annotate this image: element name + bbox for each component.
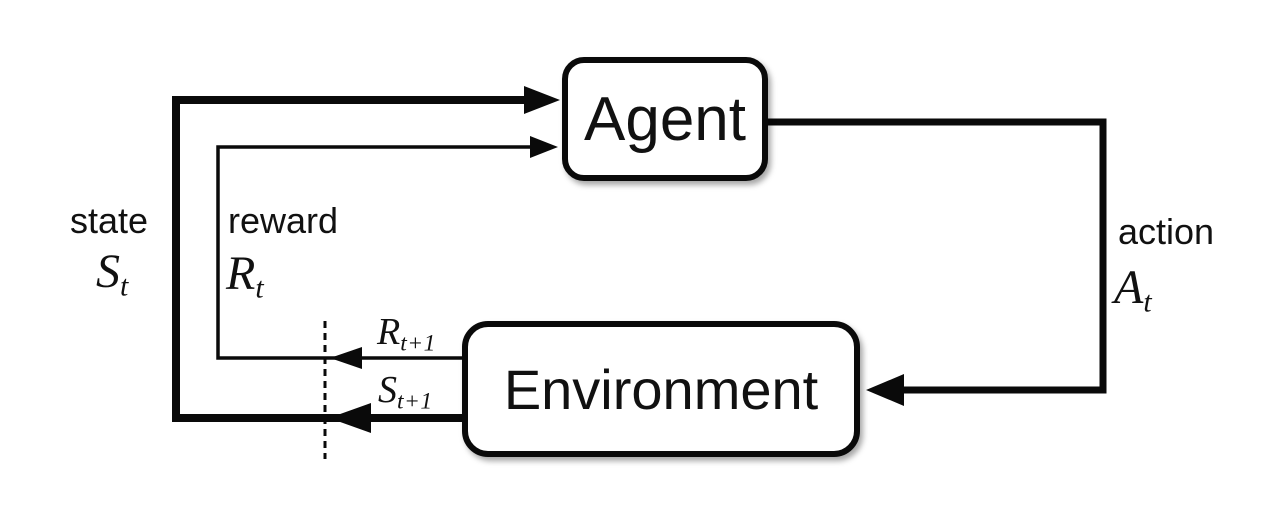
action-line: [766, 118, 1107, 394]
state-word-label: state: [70, 200, 149, 241]
next-reward-symbol: Rt+1: [377, 313, 436, 356]
next-state-arrowhead-icon: [329, 403, 371, 433]
agent-node-label: Agent: [583, 84, 747, 154]
state-symbol: St: [96, 248, 129, 301]
action-symbol-subscript: t: [1143, 285, 1153, 319]
next-state-symbol-base: S: [378, 369, 397, 411]
state-line: [172, 96, 526, 422]
state-arrowhead-into-agent-icon: [524, 86, 560, 114]
next-state-symbol: St+1: [378, 371, 433, 414]
next-reward-symbol-subscript: t+1: [400, 330, 436, 357]
next-reward-symbol-base: R: [377, 311, 401, 353]
environment-node-label: Environment: [503, 357, 819, 421]
reward-symbol: Rt: [226, 250, 264, 303]
action-arrowhead-into-environment-icon: [866, 374, 904, 406]
next-state-symbol-subscript: t+1: [397, 388, 433, 415]
agent-node: Agent: [562, 57, 768, 181]
state-symbol-base: S: [96, 245, 120, 298]
environment-node: Environment: [462, 321, 860, 457]
reward-word-label: reward: [228, 200, 339, 241]
reward-symbol-base: R: [226, 247, 256, 300]
state-symbol-subscript: t: [120, 269, 129, 303]
next-reward-arrowhead-icon: [330, 347, 362, 369]
reward-symbol-subscript: t: [255, 271, 265, 305]
reward-arrowhead-into-agent-icon: [530, 136, 558, 158]
action-symbol: At: [1114, 264, 1152, 317]
action-symbol-base: A: [1114, 261, 1144, 314]
action-word-label: action: [1118, 211, 1215, 252]
